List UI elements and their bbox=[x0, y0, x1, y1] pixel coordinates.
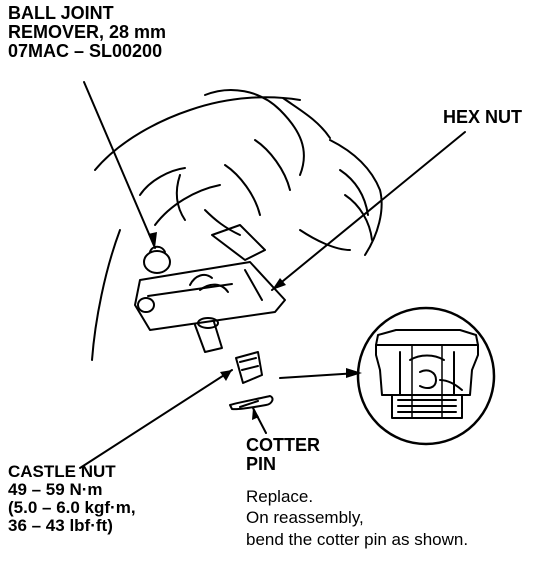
cotter-pin-label-line-1: COTTER bbox=[246, 435, 320, 455]
castle-nut-label: CASTLE NUT 49 – 59 N·m (5.0 – 6.0 kgf·m,… bbox=[8, 463, 136, 534]
ball-joint-label-line-3: 07MAC – SL00200 bbox=[8, 40, 163, 61]
castle-nut-torque-lbfft: 36 – 43 lbf·ft) bbox=[8, 515, 113, 535]
leader-lines bbox=[79, 81, 466, 469]
castle-nut-shape bbox=[235, 351, 263, 384]
ball-joint-remover-tool bbox=[134, 209, 286, 353]
cotter-pin-note: Replace. On reassembly, bend the cotter … bbox=[246, 486, 468, 550]
cotter-note-line-2: On reassembly, bbox=[246, 508, 364, 528]
cotter-pin-label-line-2: PIN bbox=[246, 453, 277, 474]
arrowheads bbox=[148, 232, 362, 420]
ball-joint-label-line-2: REMOVER, 28 mm bbox=[8, 21, 167, 42]
ball-joint-label-line-1: BALL JOINT bbox=[8, 3, 114, 23]
hex-nut-label: HEX NUT bbox=[443, 107, 523, 127]
cotter-note-line-3: bend the cotter pin as shown. bbox=[246, 529, 469, 549]
steering-knuckle bbox=[91, 89, 383, 361]
castle-nut-torque-kgfm: (5.0 – 6.0 kgf·m, bbox=[8, 497, 136, 517]
cotter-pin-label: COTTER PIN bbox=[246, 436, 320, 474]
cotter-pin-shape bbox=[229, 395, 274, 411]
ball-joint-remover-label: BALL JOINT REMOVER, 28 mm 07MAC – SL0020… bbox=[8, 4, 166, 61]
cotter-note-line-1: Replace. bbox=[246, 487, 314, 506]
detail-inset bbox=[356, 306, 496, 446]
castle-nut-label-line-1: CASTLE NUT bbox=[8, 462, 116, 481]
castle-nut-torque-nm: 49 – 59 N·m bbox=[8, 479, 103, 499]
